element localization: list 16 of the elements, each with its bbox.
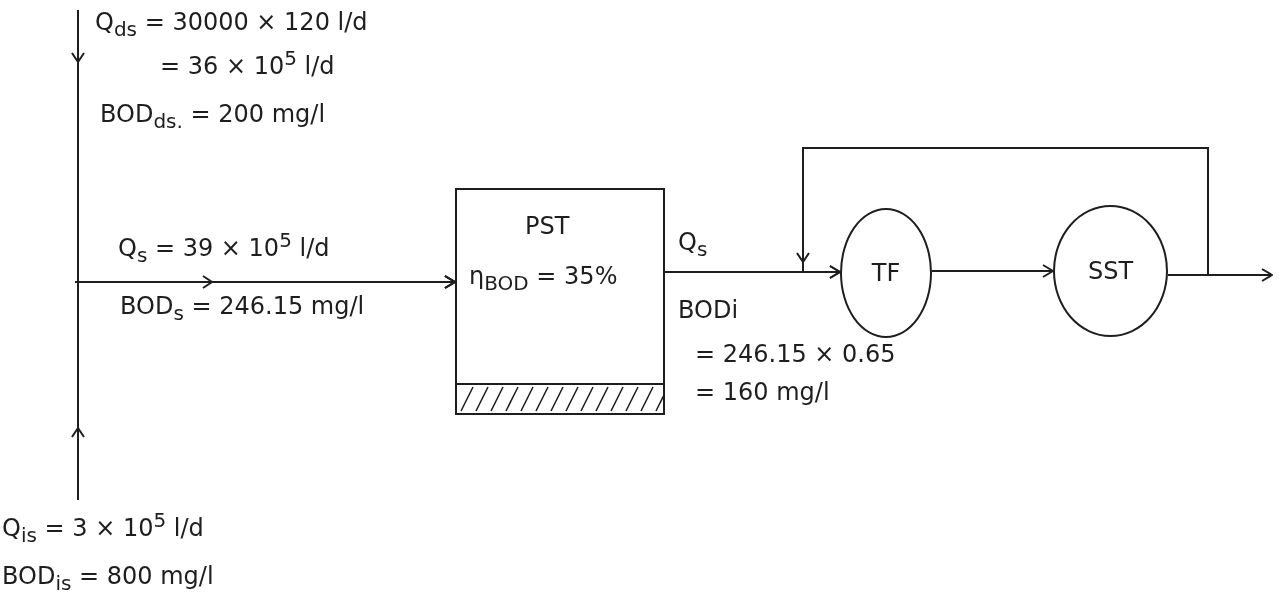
unit-name: SST bbox=[1087, 257, 1134, 285]
flow-value-note: = 36 × 10$^{5}$ l/d bbox=[160, 46, 335, 81]
flow-value-note: = 246.15 × 0.65 bbox=[695, 340, 896, 369]
flow-value-note: Q$_{s}$ bbox=[678, 228, 708, 261]
flow-value-note: Q$_{is}$ = 3 × 10$^{5}$ l/d bbox=[2, 508, 204, 547]
settling-tank bbox=[455, 188, 665, 415]
flow-value-note: BOD$_{ds.}$ = 200 mg/l bbox=[100, 100, 326, 133]
efficiency-label: η$_{BOD}$ = 35% bbox=[469, 262, 618, 295]
tank-name: PST bbox=[525, 212, 570, 241]
flow-value-note: Q$_{ds}$ = 30000 × 120 l/d bbox=[95, 8, 368, 41]
flow-value-note: BOD$_{is}$ = 800 mg/l bbox=[2, 562, 214, 595]
flow-value-note: = 160 mg/l bbox=[695, 378, 830, 407]
flow-value-note: Q$_{s}$ = 39 × 10$^{5}$ l/d bbox=[118, 228, 330, 267]
unit-name: TF bbox=[871, 259, 901, 287]
flow-value-note: BOD$_{s}$ = 246.15 mg/l bbox=[120, 292, 365, 325]
flow-value-note: BODi bbox=[678, 296, 739, 325]
